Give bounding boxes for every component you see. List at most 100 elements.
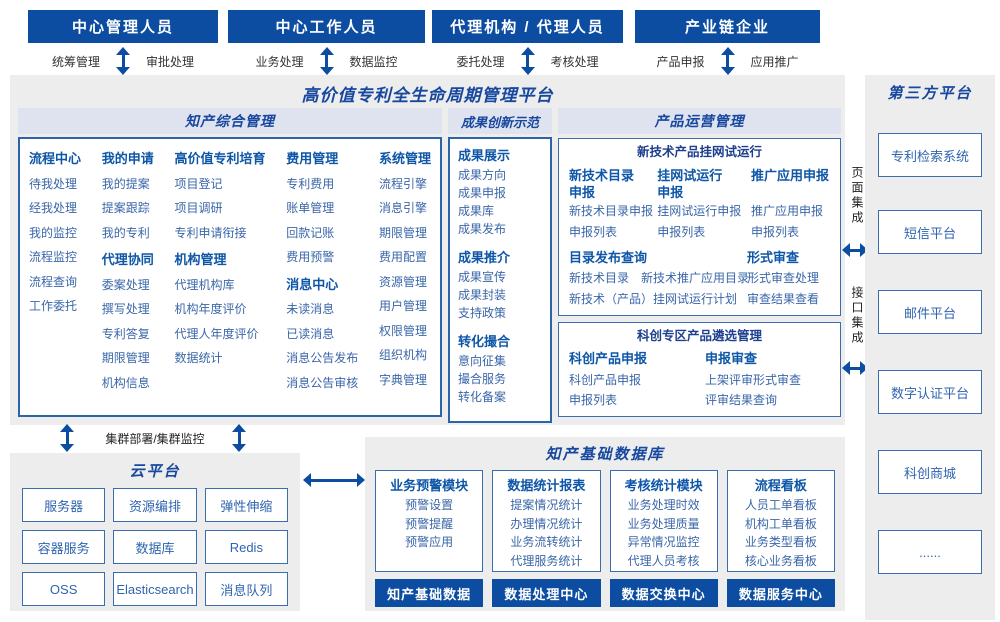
menu-column-my-applications: 我的申请 我的提案 提案跟踪 我的专利 代理协同 委案处理 撰写处理 专利答复 … (102, 147, 154, 395)
menu-item: 流程引擎 (378, 176, 427, 191)
menu-column-system-management: 系统管理 流程引擎 消息引擎 期限管理 费用配置 资源管理 用户管理 权限管理 … (379, 147, 431, 395)
menu-item: 成果申报 (458, 186, 507, 200)
third-party-panel: 第三方平台 专利检索系统 短信平台 邮件平台 数字认证平台 科创商城 .....… (865, 75, 995, 620)
db-module-kanban: 流程看板 人员工单看板 机构工单看板 业务类型看板 核心业务看板 (726, 470, 835, 572)
menu-item: 专利申请衔接 (174, 225, 247, 240)
group-heading: 目录发布查询 (569, 250, 648, 265)
column-heading: 高价值专利培育 (174, 151, 266, 166)
column-heading: 挂网试运行申报 (657, 168, 723, 200)
menu-item: 申报列表 (750, 225, 799, 239)
menu-item: 提案跟踪 (101, 201, 150, 215)
menu-item: 新技术目录 (569, 271, 630, 285)
module-item: 代理人员考核 (627, 553, 700, 568)
group-heading: 形式审查 (747, 250, 800, 265)
menu-item: 审查结果查看 (747, 292, 820, 306)
column-heading: 新技术目录申报 (569, 168, 635, 200)
actor-group-agencies: 代理机构 / 代理人员 委托处理 考核处理 (432, 10, 623, 75)
section-achievement-demo: 成果创新示范 成果展示 成果方向 成果申报 成果库 成果发布 成果推介 成果宣传… (448, 108, 552, 423)
actor-header: 中心工作人员 (228, 10, 425, 43)
actor-role-label: 产品申报 (656, 54, 705, 69)
menu-item: 我的监控 (29, 225, 78, 240)
menu-item: 新技术（产品）挂网试运行计划 (569, 292, 738, 306)
menu-item: 形式审查处理 (747, 271, 820, 285)
menu-item: 流程监控 (29, 250, 78, 264)
cluster-bridge: 集群部署/集群监控 (10, 423, 300, 453)
third-party-box: 专利检索系统 (878, 133, 982, 177)
actor-header: 代理机构 / 代理人员 (432, 10, 623, 43)
cloud-service-box: 容器服务 (22, 530, 106, 564)
menu-item: 消息公告审核 (286, 375, 359, 390)
actor-role-label: 应用推广 (750, 54, 799, 69)
cloud-service-box: Redis (204, 530, 288, 564)
section-ip-comprehensive: 知产综合管理 流程中心 待我处理 经我处理 我的监控 流程监控 流程查询 工作委… (18, 108, 442, 417)
module-heading: 考核统计模块 (624, 478, 703, 493)
menu-item: 上架评审形式审查 (705, 373, 802, 387)
db-module-assessment: 考核统计模块 业务处理时效 业务处理质量 异常情况监控 代理人员考核 (609, 470, 718, 572)
module-item: 预警提醒 (405, 516, 454, 531)
double-arrow-vertical-icon (60, 424, 74, 452)
menu-item: 意向征集 (458, 354, 507, 368)
menu-item: 期限管理 (101, 351, 150, 365)
double-arrow-horizontal-icon (842, 243, 868, 257)
catalog-query-group: 目录发布查询 新技术目录 新技术推广应用目录 新技术（产品）挂网试运行计划 (569, 248, 750, 310)
module-item: 提案情况统计 (510, 498, 583, 512)
data-center-bar: 数据交换中心 (609, 579, 718, 607)
data-center-bar: 知产基础数据 (375, 579, 484, 607)
menu-item: 消息公告发布 (286, 351, 359, 365)
module-item: 人员工单看板 (744, 498, 817, 512)
cluster-label: 集群部署/集群监控 (105, 431, 205, 446)
menu-item: 经我处理 (29, 201, 78, 215)
menu-item: 权限管理 (378, 323, 427, 338)
menu-item: 推广应用申报 (750, 204, 823, 218)
menu-item: 专利费用 (286, 176, 335, 191)
double-arrow-vertical-icon (232, 424, 246, 452)
menu-item: 用户管理 (378, 299, 427, 313)
cloud-service-box: Elasticsearch (113, 572, 197, 606)
column-heading: 申报审查 (705, 351, 758, 366)
double-arrow-vertical-icon (720, 47, 735, 75)
double-arrow-vertical-icon (520, 47, 535, 75)
actor-role-label: 委托处理 (456, 54, 505, 69)
data-center-bar: 数据服务中心 (726, 579, 835, 607)
menu-item: 已读消息 (286, 326, 335, 341)
menu-item: 组织机构 (378, 348, 427, 362)
menu-item: 评审结果查询 (705, 393, 778, 407)
menu-item: 专利答复 (101, 326, 150, 341)
column-heading: 推广应用申报 (750, 168, 829, 183)
inner-box-title: 新技术产品挂网试运行 (636, 145, 762, 159)
menu-item: 机构信息 (101, 375, 150, 390)
module-item: 机构工单看板 (744, 516, 817, 531)
actor-role-label: 考核处理 (550, 54, 599, 69)
module-heading: 流程看板 (754, 478, 807, 493)
module-item: 异常情况监控 (627, 535, 700, 549)
menu-item: 成果库 (458, 204, 495, 218)
selection-column: 科创产品申报 科创产品申报 申报列表 (569, 348, 687, 410)
submenu-heading: 消息中心 (286, 276, 339, 292)
menu-column-process-center: 流程中心 待我处理 经我处理 我的监控 流程监控 流程查询 工作委托 (29, 147, 81, 395)
menu-item: 代理机构库 (174, 277, 235, 292)
menu-item: 转化备案 (458, 390, 507, 404)
menu-item: 工作委托 (29, 299, 78, 313)
menu-item: 流程查询 (29, 274, 78, 289)
trial-column: 推广应用申报 推广应用申报 申报列表 (751, 165, 830, 243)
menu-item: 委案处理 (101, 277, 150, 292)
actor-group-center-managers: 中心管理人员 统筹管理 审批处理 (28, 10, 218, 75)
module-item: 业务流转统计 (510, 535, 583, 549)
third-party-box: ...... (878, 530, 982, 574)
menu-item: 机构年度评价 (174, 302, 247, 316)
actor-role-label: 统筹管理 (51, 54, 100, 69)
section-title: 知产综合管理 (18, 108, 442, 134)
menu-item: 未读消息 (286, 302, 335, 316)
menu-item: 回款记账 (286, 225, 335, 240)
data-center-bar: 数据处理中心 (492, 579, 601, 607)
cloud-service-box: 弹性伸缩 (204, 488, 288, 522)
menu-item: 新技术推广应用目录 (641, 271, 750, 285)
menu-item: 成果方向 (458, 168, 507, 182)
module-item: 预警设置 (405, 498, 454, 512)
integration-label-page: 页面集成 (850, 166, 864, 226)
menu-item: 项目调研 (174, 201, 223, 215)
formal-review-group: 形式审查 形式审查处理 审查结果查看 (747, 248, 830, 310)
actor-header: 产业链企业 (635, 10, 820, 43)
menu-item: 资源管理 (378, 274, 427, 289)
double-arrow-horizontal-icon (303, 473, 365, 487)
